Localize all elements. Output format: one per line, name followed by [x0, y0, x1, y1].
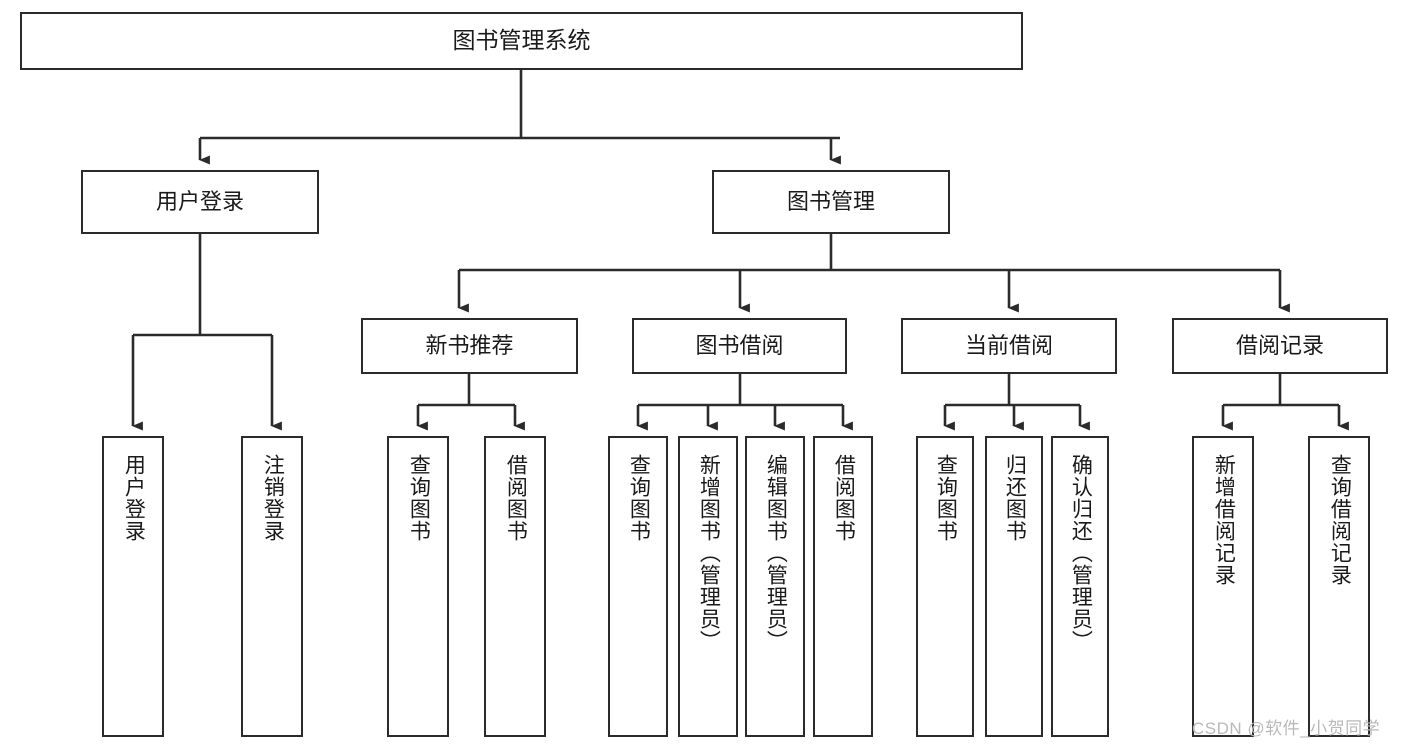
- node-book-management-label: 图书管理: [786, 189, 875, 215]
- node-new-book-recommend[interactable]: 新书推荐: [361, 318, 578, 374]
- node-book-management[interactable]: 图书管理: [712, 170, 950, 234]
- leaf-add-borrow-record[interactable]: 新增借阅记录: [1192, 436, 1254, 737]
- leaf-query-book-current[interactable]: 查询图书: [916, 436, 974, 737]
- leaf-add-borrow-record-label: 新增借阅记录: [1212, 454, 1236, 586]
- leaf-query-book-borrow[interactable]: 查询图书: [608, 436, 668, 737]
- leaf-query-book-new-label: 查询图书: [407, 454, 431, 542]
- leaf-borrow-book-new[interactable]: 借阅图书: [484, 436, 546, 737]
- leaf-borrow-book-label: 借阅图书: [832, 454, 856, 542]
- node-new-book-recommend-label: 新书推荐: [425, 333, 514, 359]
- leaf-add-book-admin[interactable]: 新增图书（管理员）: [678, 436, 738, 737]
- leaf-borrow-book-new-label: 借阅图书: [504, 454, 528, 542]
- node-current-borrow[interactable]: 当前借阅: [901, 318, 1117, 374]
- leaf-confirm-return-admin[interactable]: 确认归还（管理员）: [1051, 436, 1109, 737]
- node-book-borrow[interactable]: 图书借阅: [632, 318, 847, 374]
- leaf-return-book[interactable]: 归还图书: [985, 436, 1043, 737]
- node-book-borrow-label: 图书借阅: [695, 333, 784, 359]
- leaf-logout[interactable]: 注销登录: [241, 436, 303, 737]
- leaf-edit-book-admin[interactable]: 编辑图书（管理员）: [745, 436, 805, 737]
- leaf-add-book-admin-label: 新增图书（管理员）: [697, 454, 721, 652]
- leaf-borrow-book[interactable]: 借阅图书: [813, 436, 873, 737]
- leaf-query-borrow-record[interactable]: 查询借阅记录: [1308, 436, 1370, 737]
- node-user-login[interactable]: 用户登录: [81, 170, 319, 234]
- node-root[interactable]: 图书管理系统: [20, 12, 1023, 70]
- node-root-label: 图书管理系统: [452, 27, 591, 54]
- node-current-borrow-label: 当前借阅: [964, 333, 1053, 359]
- watermark: CSDN @软件_小贺同学: [1192, 719, 1381, 738]
- leaf-query-borrow-record-label: 查询借阅记录: [1328, 454, 1352, 586]
- leaf-query-book-borrow-label: 查询图书: [627, 454, 651, 542]
- leaf-return-book-label: 归还图书: [1003, 454, 1027, 542]
- leaf-query-book-new[interactable]: 查询图书: [387, 436, 449, 737]
- node-user-login-label: 用户登录: [155, 189, 244, 215]
- leaf-logout-label: 注销登录: [261, 454, 285, 542]
- leaf-query-book-current-label: 查询图书: [934, 454, 958, 542]
- leaf-user-login[interactable]: 用户登录: [102, 436, 164, 737]
- leaf-edit-book-admin-label: 编辑图书（管理员）: [764, 454, 788, 652]
- node-borrow-record-label: 借阅记录: [1235, 333, 1324, 359]
- leaf-user-login-label: 用户登录: [122, 454, 146, 542]
- node-borrow-record[interactable]: 借阅记录: [1172, 318, 1388, 374]
- leaf-confirm-return-admin-label: 确认归还（管理员）: [1069, 454, 1093, 652]
